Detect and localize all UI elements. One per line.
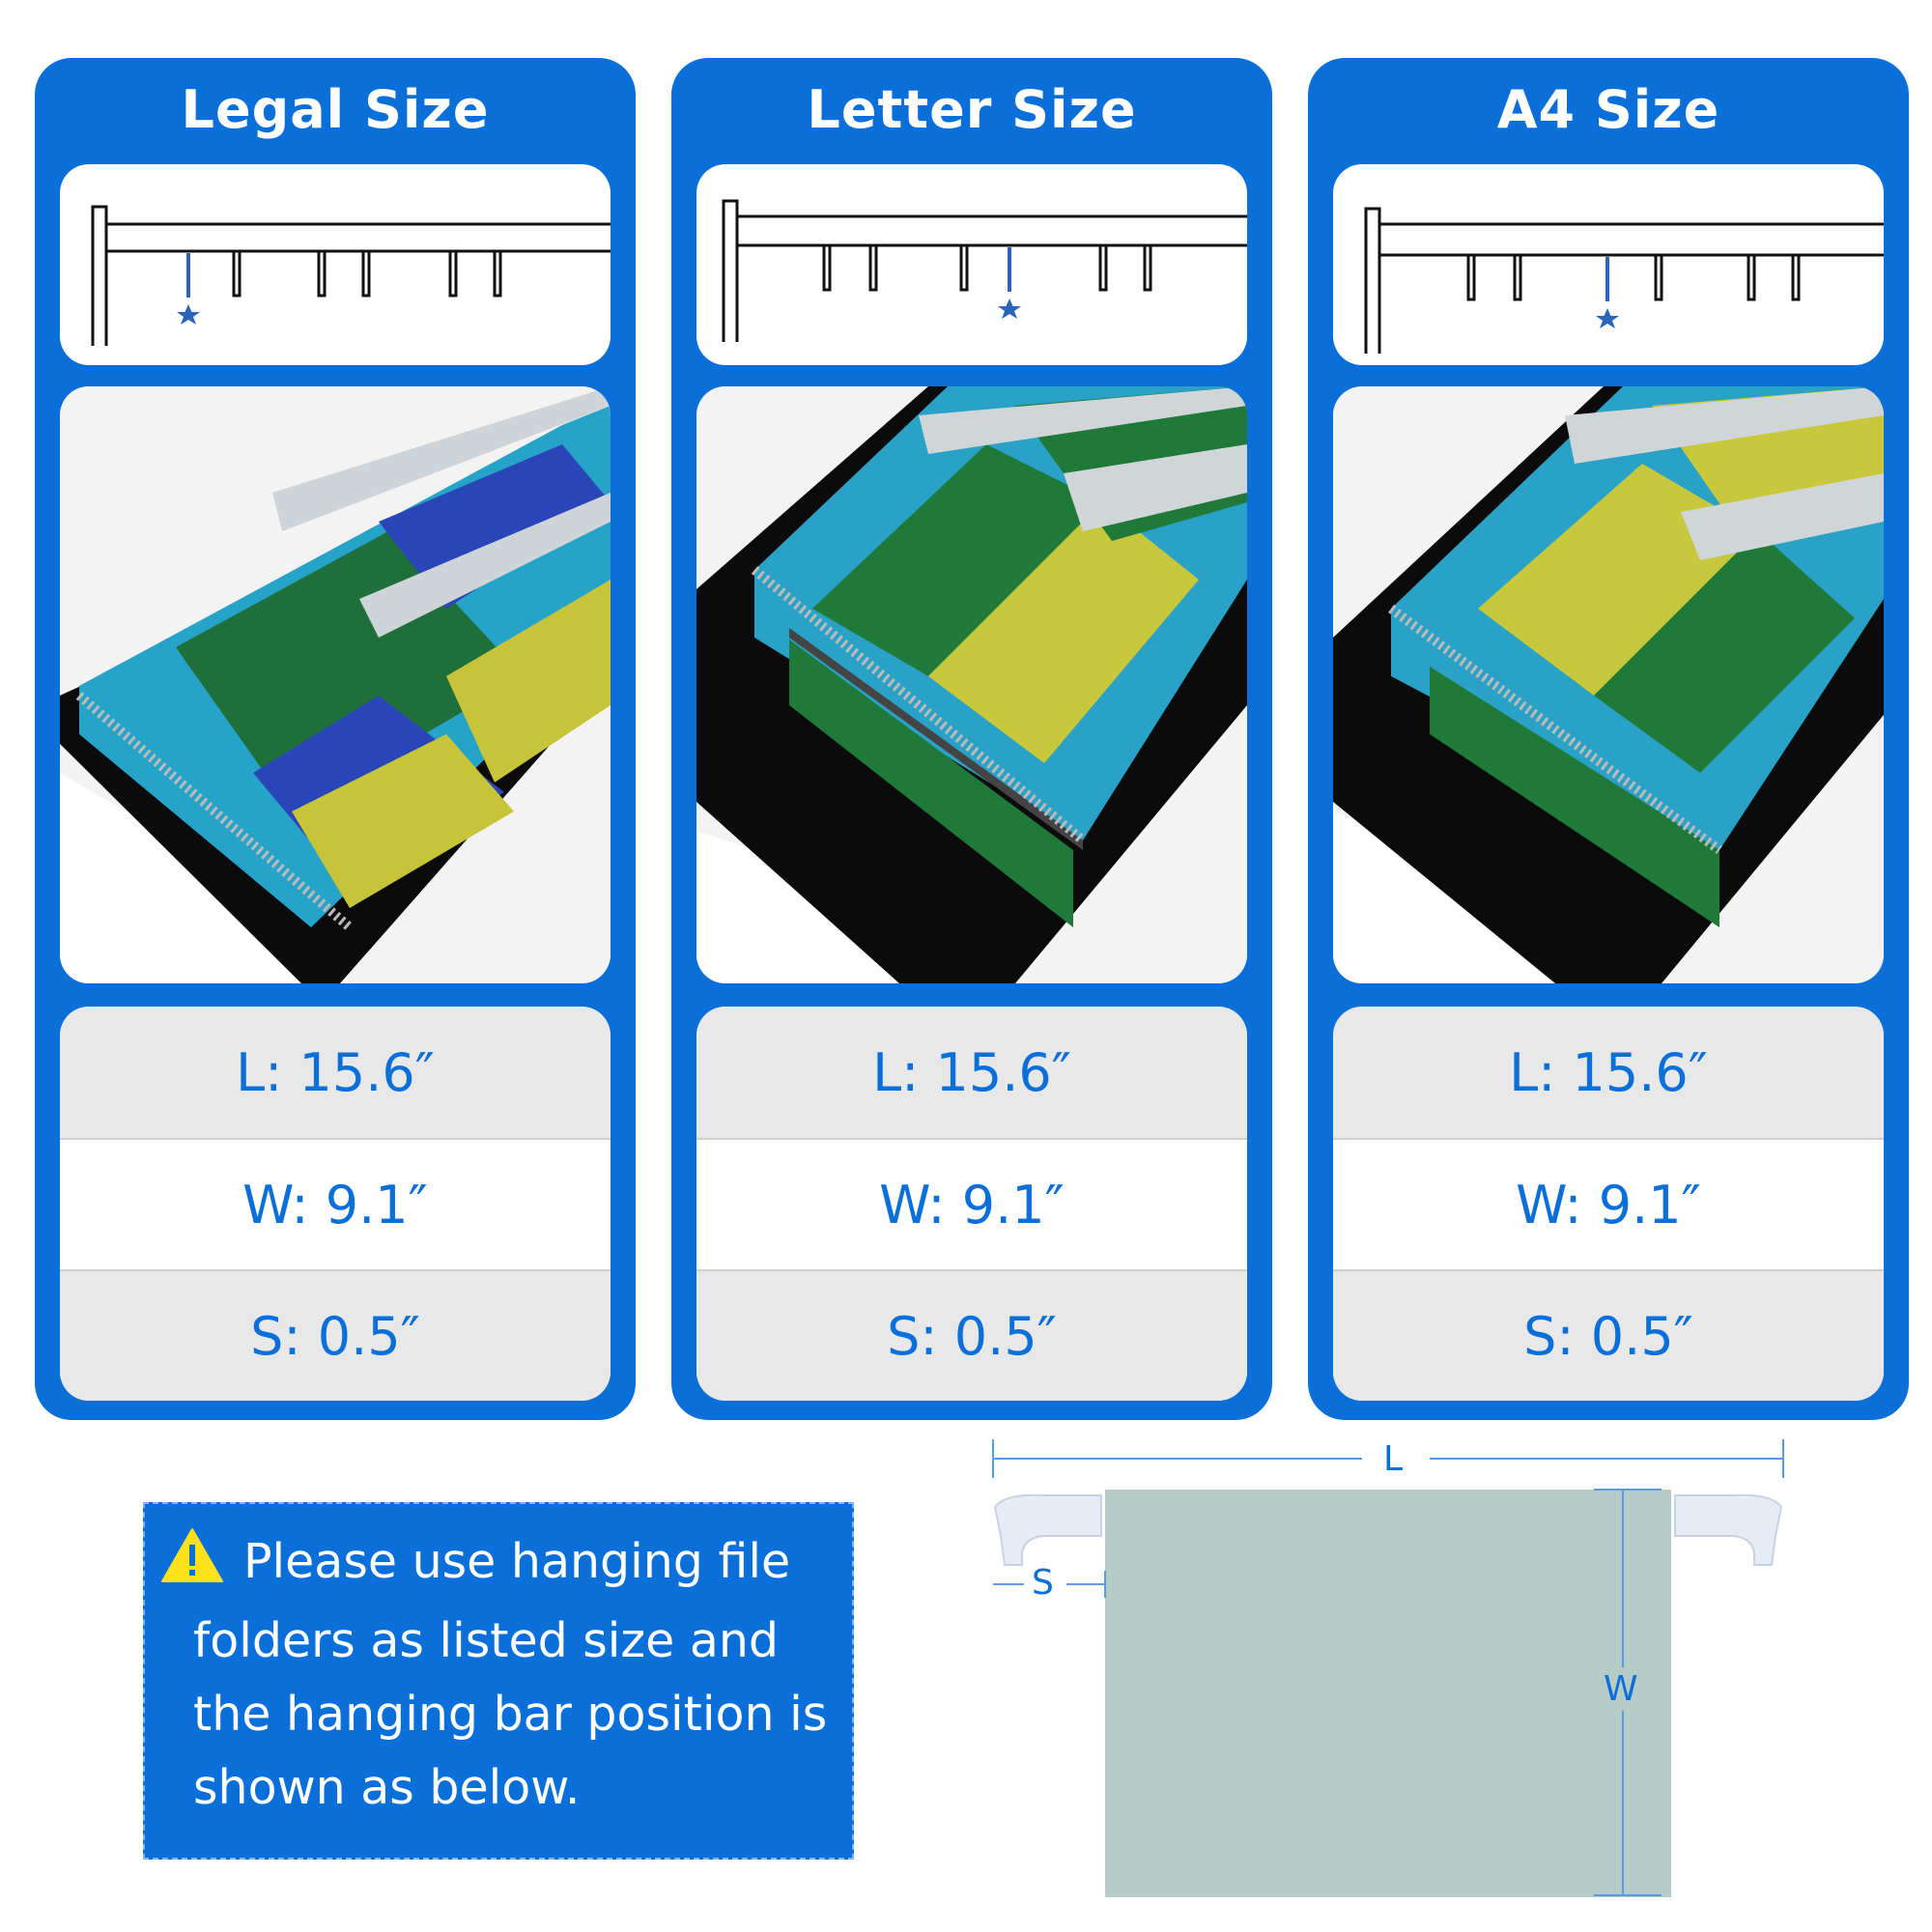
spacing-label: S bbox=[1032, 1563, 1054, 1603]
star-icon bbox=[998, 298, 1021, 319]
length-label: L bbox=[1383, 1439, 1404, 1479]
dim-spacing: S: 0.5″ bbox=[1333, 1269, 1884, 1401]
dim-length: L: 15.6″ bbox=[60, 1007, 611, 1138]
dim-width: W: 9.1″ bbox=[1333, 1138, 1884, 1269]
dimensions-table: L: 15.6″ W: 9.1″ S: 0.5″ bbox=[1333, 1007, 1884, 1401]
hanging-folder-diagram: L S W bbox=[985, 1439, 1835, 1903]
dimensions-table: L: 15.6″ W: 9.1″ S: 0.5″ bbox=[696, 1007, 1247, 1401]
dim-width: W: 9.1″ bbox=[696, 1138, 1247, 1269]
card-title: Letter Size bbox=[807, 79, 1137, 140]
hanging-bar-diagram bbox=[60, 164, 611, 365]
dimensions-table: L: 15.6″ W: 9.1″ S: 0.5″ bbox=[60, 1007, 611, 1401]
star-icon bbox=[1596, 308, 1619, 328]
hanging-bar-diagram bbox=[696, 164, 1247, 365]
size-card-letter: Letter Size bbox=[671, 58, 1272, 1420]
card-title: A4 Size bbox=[1496, 79, 1720, 140]
usage-note: Please use hanging file folders as liste… bbox=[143, 1502, 854, 1860]
drawer-photo bbox=[60, 386, 611, 983]
hanging-bar-diagram bbox=[1333, 164, 1884, 365]
rail-illustration bbox=[722, 199, 1247, 342]
dim-length: L: 15.6″ bbox=[1333, 1007, 1884, 1138]
width-label: W bbox=[1604, 1667, 1638, 1711]
star-icon bbox=[177, 304, 200, 325]
drawer-photo bbox=[1333, 386, 1884, 983]
dim-spacing: S: 0.5″ bbox=[60, 1269, 611, 1401]
dim-length: L: 15.6″ bbox=[696, 1007, 1247, 1138]
dim-width: W: 9.1″ bbox=[60, 1138, 611, 1269]
size-card-legal: Legal Size bbox=[35, 58, 636, 1420]
size-card-a4: A4 Size bbox=[1308, 58, 1909, 1420]
warning-icon bbox=[160, 1527, 224, 1605]
rail-illustration bbox=[1364, 207, 1884, 354]
drawer-photo bbox=[696, 386, 1247, 983]
note-text: Please use hanging file folders as liste… bbox=[193, 1534, 828, 1815]
dim-spacing: S: 0.5″ bbox=[696, 1269, 1247, 1401]
rail-illustration bbox=[91, 205, 611, 346]
card-title: Legal Size bbox=[181, 79, 490, 140]
